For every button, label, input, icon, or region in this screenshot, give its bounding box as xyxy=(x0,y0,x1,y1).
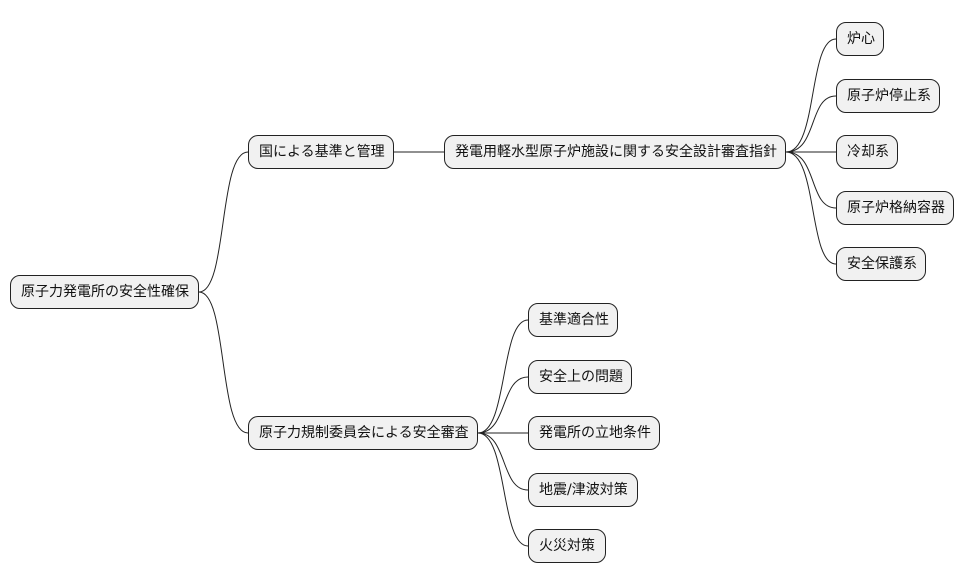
edge-guideline-reactor-shutdown xyxy=(785,95,837,153)
node-containment: 原子炉格納容器 xyxy=(836,191,954,225)
edge-nra-standard-conformity xyxy=(477,319,529,434)
edge-guideline-containment xyxy=(785,151,837,209)
node-guideline: 発電用軽水型原子炉施設に関する安全設計審査指針 xyxy=(444,135,786,169)
edge-nra-safety-issues xyxy=(477,376,529,434)
edge-nra-fire xyxy=(477,432,529,547)
node-safety-protection: 安全保護系 xyxy=(836,247,926,281)
node-nra-review: 原子力規制委員会による安全審査 xyxy=(248,416,478,450)
node-national-standards: 国による基準と管理 xyxy=(248,135,394,169)
edge-root-national-standards xyxy=(198,151,249,293)
edge-nra-earthquake-tsunami xyxy=(477,432,529,491)
node-earthquake-tsunami: 地震/津波対策 xyxy=(528,473,638,507)
edge-root-nra-review xyxy=(198,291,249,434)
node-cooling: 冷却系 xyxy=(836,135,898,169)
node-fire: 火災対策 xyxy=(528,529,606,563)
edge-guideline-safety-protection xyxy=(785,151,837,265)
node-reactor-shutdown: 原子炉停止系 xyxy=(836,79,940,113)
node-reactor-core: 炉心 xyxy=(836,22,884,56)
node-root: 原子力発電所の安全性確保 xyxy=(10,275,199,309)
node-site-conditions: 発電所の立地条件 xyxy=(528,416,660,450)
edge-guideline-reactor-core xyxy=(785,38,837,153)
node-standard-conformity: 基準適合性 xyxy=(528,303,618,337)
node-safety-issues: 安全上の問題 xyxy=(528,360,632,394)
